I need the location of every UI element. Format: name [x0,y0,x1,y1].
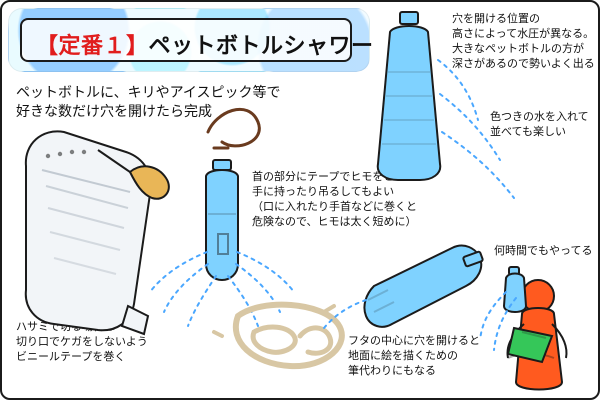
neck-note: 首の部分にテープでヒモをとめて 手に持ったり吊るしてもよい （口に入れたり手首な… [252,170,417,229]
neck-line-2: 手に持ったり吊るしてもよい [252,184,395,198]
cut-line-3: ビニールテープを巻く [16,349,126,363]
page-title: 【定番１】ペットボトルシャワー [36,28,374,60]
colored-water-note: 色つきの水を入れて 並べても楽しい [490,110,589,140]
hours-note: 何時間でもやってる [494,244,592,259]
title-box: 【定番１】ペットボトルシャワー [20,18,373,62]
cup-icon [506,326,554,364]
top-right-line-4: 深さがあるので勢いよく出る [452,56,595,70]
small-bottle-spray-icon [479,291,517,351]
cap-spray-icon [323,299,367,329]
water-spray-icon [149,251,295,327]
neck-line-3: （口に入れたり手首などに巻くと [252,199,417,213]
neck-line-4: 危険なので、ヒモは太く短めに） [252,214,417,228]
cap-line-3: 筆代わりにもなる [348,363,436,377]
intro-note: ペットボトルに、キリやアイスピック等で 好きな数だけ穴を開けたら完成 [16,84,280,122]
title-area: 【定番１】ペットボトルシャワー [8,8,373,72]
cap-line-1: フタの中心に穴を開けると [348,334,480,347]
awl-icon [97,149,170,200]
hanging-bottle-icon [205,107,261,282]
left-bottle-icon [24,130,152,336]
intro-line-1: ペットボトルに、キリやアイスピック等で [16,85,281,101]
intro-line-2: 好きな数だけ穴を開けたら完成 [16,103,212,120]
title-prefix: 【定番１】 [36,34,149,59]
top-right-line-3: 大きなペットボトルの方が [452,41,584,55]
hours-line-1: 何時間でもやってる [494,244,593,257]
tall-bottle-icon [376,11,442,181]
colored-water-line-1: 色つきの水を入れて [490,110,589,123]
title-main: ペットボトルシャワー [148,34,374,59]
small-bottle-icon [502,266,528,313]
ground-drawing-icon [212,301,345,370]
cap-note: フタの中心に穴を開けると 地面に絵を描くための 筆代わりにもなる [348,334,480,379]
tall-bottle-spray-icon [437,59,515,199]
top-right-line-2: 高さによって水圧が異なる。 [452,26,595,40]
colored-water-line-2: 並べても楽しい [490,124,567,138]
neck-line-1: 首の部分にテープでヒモをとめて [252,170,417,183]
top-right-note: 穴を開ける位置の 高さによって水圧が異なる。 大きなペットボトルの方が 深さがあ… [452,12,595,71]
cap-bottle-icon [363,244,484,328]
cut-line-2: 切り口でケガをしないよう [16,334,148,348]
top-right-line-1: 穴を開ける位置の [452,12,540,25]
cap-line-2: 地面に絵を描くための [348,348,458,362]
